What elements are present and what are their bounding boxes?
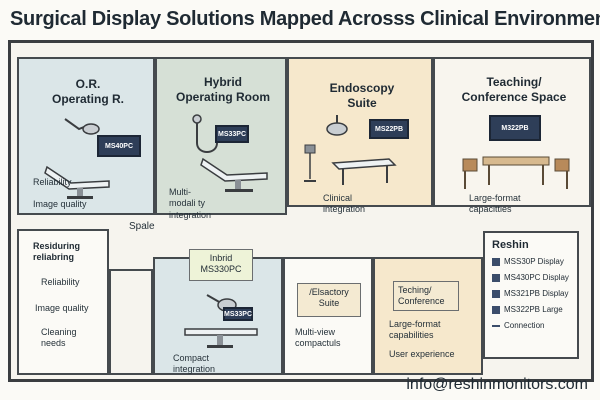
endoscopy-tower-icon	[304, 144, 316, 182]
room-teaching-note: Large-format capacitties	[469, 193, 521, 215]
room-inbrid-note: Compact integration	[173, 353, 216, 375]
legend-item: MS321PB Display	[492, 289, 570, 298]
legend-item: MS430PC Display	[492, 273, 570, 282]
legend-item: Connection	[492, 321, 570, 330]
floor-plan: O.R. Operating R. MS40PC Reliability Ima…	[8, 40, 594, 382]
legend-swatch	[492, 257, 500, 266]
exam-bed-icon	[331, 158, 397, 185]
room-or-note-2: Image quality	[33, 199, 87, 209]
room-teching-note-1: Large-format capabilities	[389, 319, 441, 341]
legend: Reshin MSS30P Display MS430PC Display MS…	[483, 231, 579, 359]
room-endoscopy-note: Clinical integration	[323, 193, 366, 215]
room-or-title: O.R. Operating R.	[51, 77, 124, 106]
room-teching-note-2: User experience	[389, 349, 455, 359]
legend-item: MSS30P Display	[492, 257, 570, 266]
legend-item-label: MS321PB Display	[504, 289, 569, 298]
room-residuring-note-2: Image quality	[35, 303, 89, 313]
legend-item: MS322PB Large	[492, 305, 570, 314]
monitor-or: MS40PC	[97, 135, 141, 157]
legend-item-label: MS430PC Display	[504, 273, 569, 282]
operating-table-icon	[200, 157, 268, 192]
surgical-light-icon	[64, 118, 100, 135]
room-inbrid-title-card: Inbrid MS330PC	[189, 249, 253, 281]
imaging-arm-icon	[192, 114, 218, 153]
room-residuring-note-1: Reliability	[41, 277, 80, 287]
page-title: Surgical Display Solutions Mapped Across…	[10, 8, 600, 30]
room-teching: Teching/ Conference Large-format capabil…	[373, 257, 483, 375]
legend-item-label: MS322PB Large	[504, 305, 563, 314]
room-teaching: Teaching/ Conference Space M322PB Large-…	[433, 57, 591, 214]
room-elsactory: /Elsactory Suite Multi-view compactuls	[283, 257, 373, 375]
legend-swatch	[492, 273, 500, 282]
legend-title: Reshin	[492, 239, 529, 251]
room-elsactory-title-card: /Elsactory Suite	[297, 283, 361, 317]
room-teching-title-card: Teching/ Conference	[393, 281, 459, 311]
room-residuring-title: Residuring reliabring	[33, 241, 81, 263]
closet	[109, 269, 153, 375]
room-hybrid-note: Multi- modali ty integration	[169, 187, 212, 220]
legend-item-label: Connection	[504, 321, 545, 330]
conference-table-icon	[462, 156, 570, 189]
room-hybrid: Hybrid Operating Room MS33PC Multi- moda…	[155, 57, 287, 220]
room-residuring: Residuring reliabring Reliability Image …	[17, 229, 109, 375]
room-residuring-note-3: Cleaning needs	[41, 327, 77, 349]
legend-swatch	[492, 305, 500, 314]
legend-swatch	[492, 324, 500, 327]
operating-table-icon	[44, 165, 110, 199]
operating-table-icon	[184, 328, 258, 348]
monitor-hybrid: MS33PC	[215, 125, 249, 143]
corridor-label: Spale	[129, 221, 155, 232]
surgical-light-icon	[326, 115, 348, 136]
room-inbrid: Inbrid MS330PC MS33PC Compact integratio…	[153, 249, 283, 375]
contact-email: info@reshinmonitors.com	[406, 376, 588, 393]
room-or-note-1: Reliability	[33, 177, 72, 187]
room-endoscopy-title: Endoscopy Suite	[329, 81, 395, 110]
room-or: O.R. Operating R. MS40PC Reliability Ima…	[17, 57, 155, 215]
room-teaching-title: Teaching/ Conference Space	[461, 75, 567, 104]
monitor-teaching: M322PB	[489, 115, 541, 141]
legend-swatch	[492, 289, 500, 298]
room-hybrid-title: Hybrid Operating Room	[175, 75, 270, 104]
monitor-endoscopy: MS22PB	[369, 119, 409, 139]
room-elsactory-note: Multi-view compactuls	[295, 327, 341, 349]
legend-item-label: MSS30P Display	[504, 257, 564, 266]
monitor-inbrid: MS33PC	[223, 307, 253, 321]
room-endoscopy: Endoscopy Suite MS22PB Clinical integrat…	[287, 57, 433, 214]
